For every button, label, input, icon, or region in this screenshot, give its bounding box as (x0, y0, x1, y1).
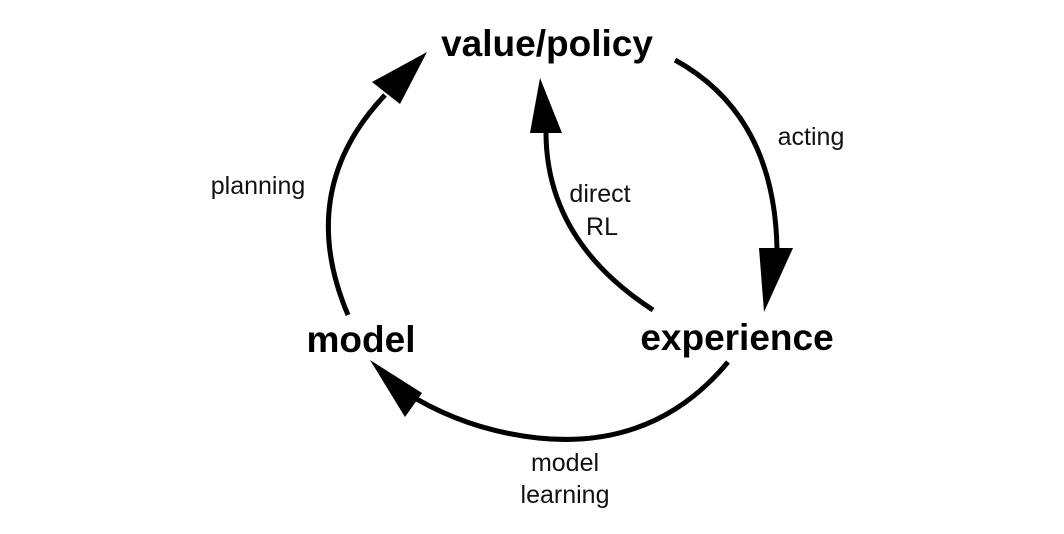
acting-arrowhead (759, 248, 793, 312)
direct-rl-arrow (530, 78, 655, 313)
label-acting: acting (778, 123, 845, 151)
label-direct-rl-line2: RL (586, 213, 618, 241)
model-learning-arc (403, 360, 730, 442)
direct-rl-arc (543, 129, 655, 313)
label-model-learning-line1: model (531, 449, 599, 477)
label-planning: planning (211, 172, 306, 200)
planning-arrow (325, 52, 427, 316)
acting-arc (673, 57, 780, 251)
label-model-learning-line2: learning (521, 481, 610, 509)
model-learning-arrowhead (370, 360, 422, 417)
planning-arrowhead (372, 52, 427, 104)
node-value-policy: value/policy (441, 23, 653, 64)
node-model: model (307, 319, 416, 360)
node-experience: experience (640, 317, 833, 358)
planning-arc (325, 93, 387, 316)
direct-rl-arrowhead (530, 78, 562, 133)
label-direct-rl-line1: direct (569, 180, 630, 208)
model-learning-arrow (370, 360, 730, 442)
acting-arrow (673, 57, 793, 312)
